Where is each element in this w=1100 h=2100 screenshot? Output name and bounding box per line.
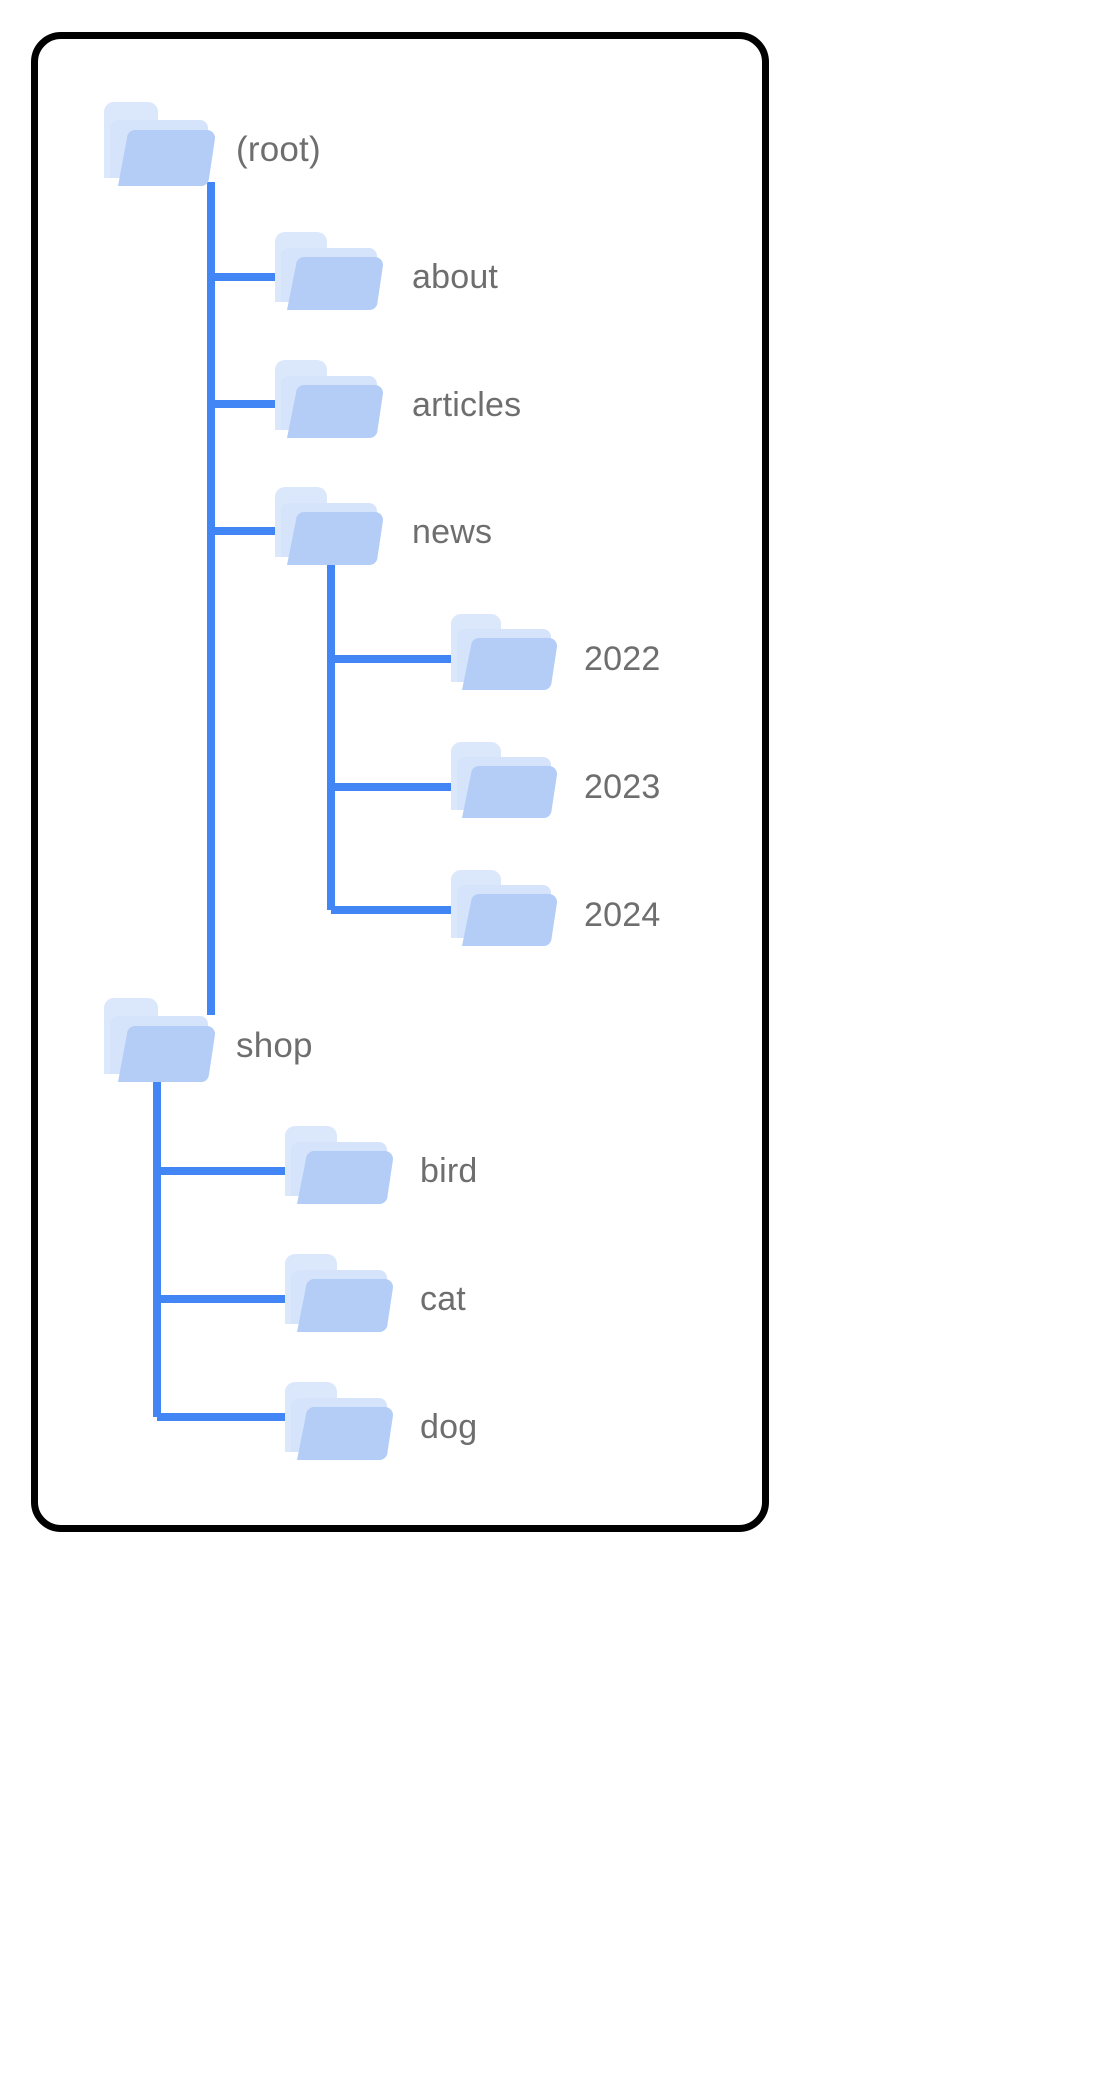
folder-icon [275,232,383,310]
folder-icon [104,102,215,186]
folder-icon [451,614,557,690]
tree-node-label: 2024 [584,896,661,934]
folder-icon [285,1254,393,1332]
tree-node-label: 2023 [584,768,661,806]
folder-icon [451,870,557,946]
tree-node-label: 2022 [584,640,661,678]
tree-node-label: news [412,513,493,551]
folder-icon [451,742,557,818]
folder-icon [285,1126,393,1204]
tree-node-label: bird [420,1152,478,1190]
tree-node-label: articles [412,386,522,424]
folder-icon [104,998,215,1082]
folder-icon [285,1382,393,1460]
folder-icon [275,487,383,565]
tree-node-label: cat [420,1280,466,1318]
folder-icon [275,360,383,438]
tree-node-label: about [412,258,499,296]
tree-node-label: shop [236,1026,313,1065]
tree-node-label: dog [420,1408,478,1446]
tree-node-label: (root) [236,130,321,169]
